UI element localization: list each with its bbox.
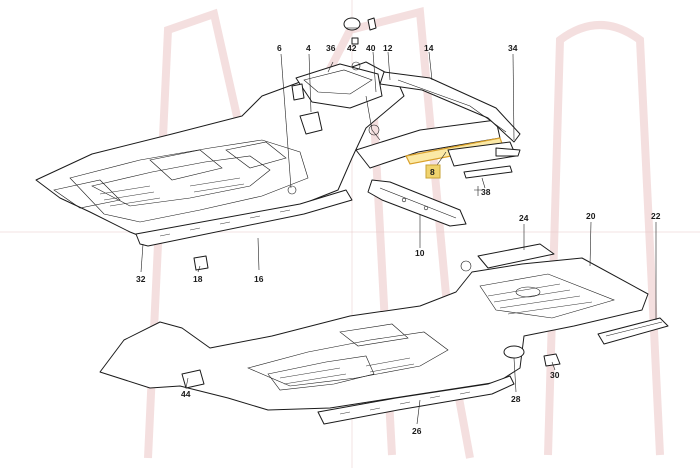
- callout-18: 18: [193, 274, 203, 284]
- callout-8-badge: [425, 164, 441, 179]
- detached-parts-top: [343, 17, 521, 227]
- callout-20: 20: [586, 211, 596, 221]
- detached-parts-bottom: [543, 317, 669, 367]
- callout-10: 10: [415, 248, 425, 258]
- callout-22: 22: [651, 211, 661, 221]
- callout-30: 30: [550, 370, 560, 380]
- callout-44: 44: [181, 389, 191, 399]
- callout-32: 32: [136, 274, 146, 284]
- callout-38: 38: [481, 187, 491, 197]
- callout-34: 34: [508, 43, 518, 53]
- callout-8: 8: [430, 167, 435, 177]
- lower-floor-assembly: [99, 243, 649, 425]
- leader-lines: [140, 51, 657, 425]
- callout-labels: 6 4 36 42 40 12 14 34 8 38 10 32 18 16 2…: [136, 43, 661, 436]
- callout-28: 28: [511, 394, 521, 404]
- upper-floor-assembly: [35, 61, 521, 271]
- callout-4: 4: [306, 43, 311, 53]
- callout-24: 24: [519, 213, 529, 223]
- callout-26: 26: [412, 426, 422, 436]
- callout-40: 40: [366, 43, 376, 53]
- callout-36: 36: [326, 43, 336, 53]
- callout-16: 16: [254, 274, 264, 284]
- callout-6: 6: [277, 43, 282, 53]
- callout-42: 42: [347, 43, 357, 53]
- callout-14: 14: [424, 43, 434, 53]
- callout-12: 12: [383, 43, 393, 53]
